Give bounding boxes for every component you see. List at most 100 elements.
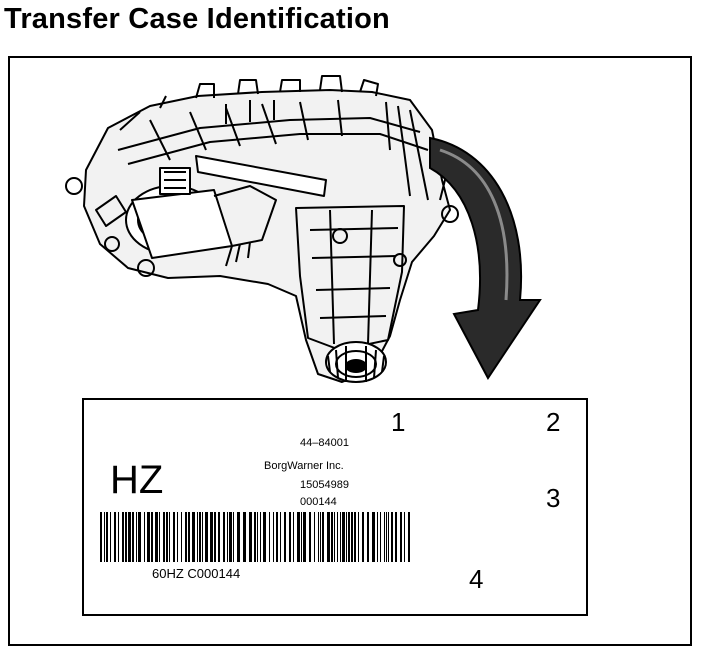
barcode-bar [331, 512, 333, 562]
barcode-bar [155, 512, 158, 562]
barcode-bar [144, 512, 145, 562]
barcode-bar [284, 512, 286, 562]
barcode-bar [273, 512, 274, 562]
barcode-bar [346, 512, 347, 562]
barcode-bar [136, 512, 137, 562]
barcode-bar [367, 512, 369, 562]
label-gm-number: 15054989 [300, 479, 349, 491]
curved-arrow-icon [429, 136, 542, 380]
barcode-bar [372, 512, 375, 562]
barcode-bar [322, 512, 324, 562]
barcode-bar [223, 512, 225, 562]
barcode-bar [104, 512, 105, 562]
barcode-bar [351, 512, 353, 562]
barcode-bar [391, 512, 393, 562]
barcode-bar [354, 512, 356, 562]
barcode-bar [314, 512, 315, 562]
id-label-plate [82, 398, 588, 616]
callout-2: 2 [546, 407, 561, 437]
model-code: HZ [110, 458, 164, 502]
barcode-bar [114, 512, 116, 562]
barcode-bar [280, 512, 281, 562]
barcode-bar [197, 512, 198, 562]
barcode-bar [303, 512, 306, 562]
barcode-bar [138, 512, 141, 562]
label-part-number: 44–84001 [300, 437, 349, 449]
barcode-bar [362, 512, 364, 562]
barcode-bar [106, 512, 108, 562]
barcode-bar [229, 512, 232, 562]
barcode-bar [408, 512, 410, 562]
barcode-bar [348, 512, 350, 562]
barcode-bar [181, 512, 182, 562]
barcode-bar [384, 512, 385, 562]
barcode-bar [309, 512, 311, 562]
barcode-bar [293, 512, 294, 562]
barcode-bar [192, 512, 195, 562]
barcode-bar [334, 512, 335, 562]
barcode-bar [173, 512, 175, 562]
barcode-bar [169, 512, 170, 562]
housing-outline [83, 89, 451, 383]
label-manufacturer: BorgWarner Inc. [264, 460, 344, 472]
barcode [100, 512, 410, 562]
barcode-bar [327, 512, 330, 562]
diagram-frame [8, 56, 692, 646]
barcode-bar [202, 512, 203, 562]
barcode-bar [318, 512, 319, 562]
barcode-bar [301, 512, 302, 562]
callout-1: 1 [391, 407, 406, 437]
barcode-bar [122, 512, 124, 562]
callout-4: 4 [469, 564, 484, 594]
barcode-bar [151, 512, 153, 562]
barcode-bar [147, 512, 150, 562]
barcode-bar [254, 512, 256, 562]
barcode-bar [377, 512, 378, 562]
barcode-bar [125, 512, 127, 562]
barcode-bar [297, 512, 300, 562]
barcode-bar [395, 512, 397, 562]
barcode-bar [237, 512, 240, 562]
barcode-bar [100, 512, 102, 562]
barcode-bar [159, 512, 160, 562]
barcode-bar [386, 512, 387, 562]
barcode-bar [199, 512, 201, 562]
page-title: Transfer Case Identification [4, 3, 390, 35]
barcode-bar [227, 512, 228, 562]
barcode-bar [177, 512, 178, 562]
callout-3: 3 [546, 483, 561, 513]
barcode-bar [118, 512, 119, 562]
barcode-bar [163, 512, 165, 562]
barcode-bar [358, 512, 359, 562]
barcode-bar [257, 512, 258, 562]
barcode-bar [400, 512, 402, 562]
barcode-bar [132, 512, 134, 562]
barcode-bar [289, 512, 291, 562]
barcode-bar [342, 512, 345, 562]
barcode-bar [205, 512, 208, 562]
label-serial-number: 000144 [300, 496, 337, 508]
barcode-bar [214, 512, 216, 562]
barcode-bar [320, 512, 321, 562]
barcode-bar [210, 512, 213, 562]
barcode-bar [380, 512, 381, 562]
barcode-bar [188, 512, 190, 562]
barcode-bar [269, 512, 270, 562]
barcode-bar [260, 512, 261, 562]
barcode-bar [185, 512, 187, 562]
barcode-bar [249, 512, 252, 562]
barcode-bar [166, 512, 168, 562]
barcode-bar [243, 512, 246, 562]
barcode-bar [110, 512, 111, 562]
barcode-bar [340, 512, 341, 562]
barcode-text: 60HZ C000144 [152, 566, 241, 581]
barcode-bar [337, 512, 338, 562]
barcode-bar [128, 512, 131, 562]
barcode-bar [388, 512, 389, 562]
barcode-bar [263, 512, 266, 562]
barcode-bar [276, 512, 278, 562]
barcode-bar [233, 512, 234, 562]
barcode-bar [404, 512, 405, 562]
barcode-bar [218, 512, 220, 562]
